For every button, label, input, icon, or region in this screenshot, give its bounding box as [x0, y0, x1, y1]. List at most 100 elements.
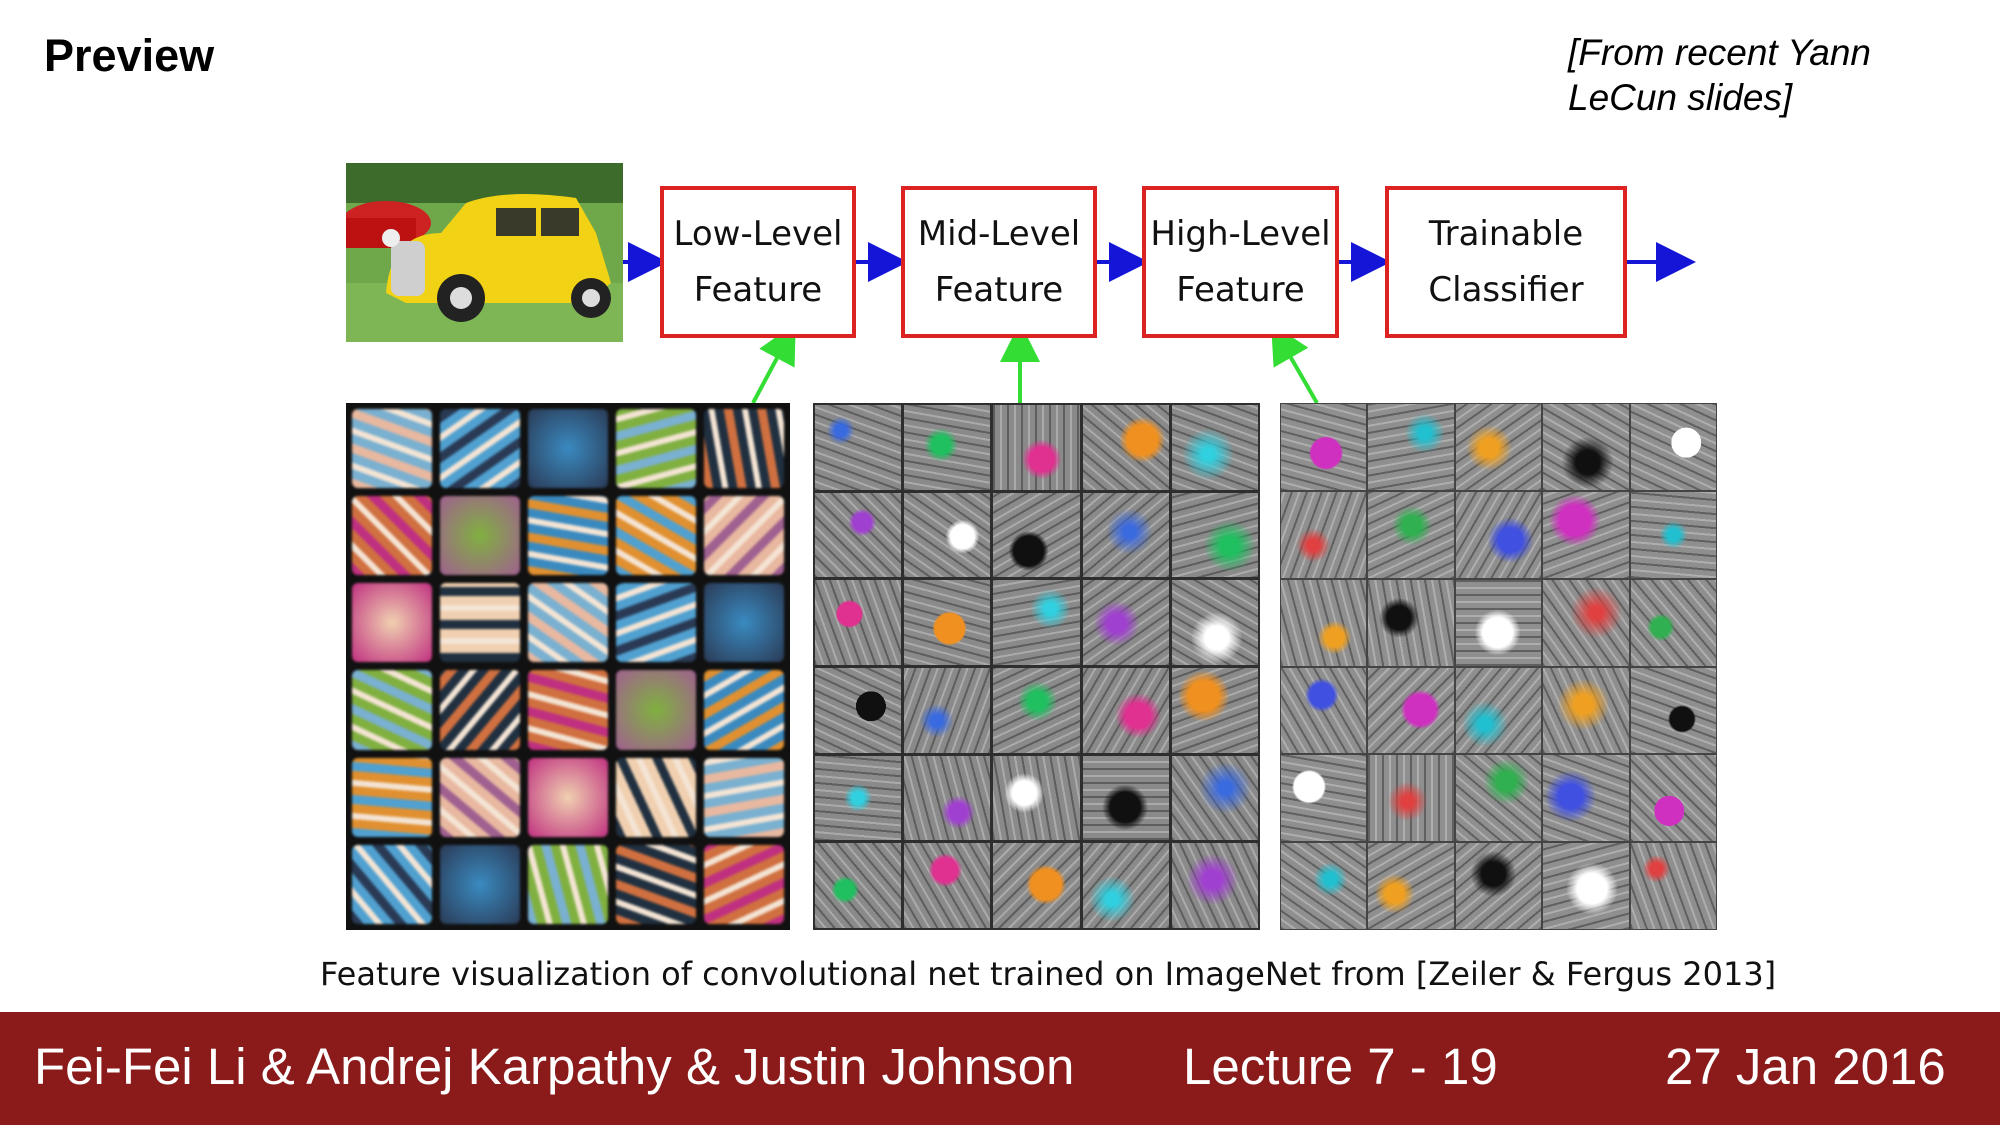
mid-level-filter: [904, 667, 991, 753]
high-level-feature-visualization: [1280, 403, 1717, 930]
mid-level-filter: [815, 667, 902, 753]
car-photo: [346, 163, 623, 342]
footer-lecture-number: Lecture 7 - 19: [1183, 1038, 1498, 1095]
high-level-filter: [1455, 667, 1542, 754]
footer-date: 27 Jan 2016: [1665, 1038, 1946, 1095]
stage-label-line1: Trainable: [1428, 214, 1584, 254]
high-level-filter: [1543, 667, 1629, 754]
high-level-filter: [1281, 404, 1367, 490]
mid-level-filter: [1171, 405, 1258, 490]
low-level-filter: [352, 409, 432, 489]
stage-label-line1: High-Level: [1150, 214, 1331, 254]
mid-level-filter: [993, 843, 1080, 928]
pipeline-arrows: [623, 242, 1696, 404]
high-level-filter: [1455, 579, 1542, 666]
low-level-filter: [352, 496, 432, 576]
mid-level-filter: [993, 580, 1080, 665]
stage-trainable-classifier: Trainable Classifier: [1385, 186, 1627, 338]
citation: [From recent Yann LeCun slides]: [1568, 30, 1871, 120]
citation-line-1: [From recent Yann: [1568, 32, 1871, 73]
high-level-filter: [1455, 491, 1542, 578]
mid-level-filter: [1171, 667, 1258, 753]
low-level-filter: [440, 583, 520, 663]
high-level-filter: [1630, 843, 1716, 929]
high-level-filter: [1281, 491, 1367, 578]
high-level-filter: [1281, 755, 1367, 842]
low-level-filter: [704, 844, 784, 924]
high-level-filter: [1455, 404, 1542, 490]
mid-level-filter: [1082, 843, 1169, 928]
low-level-filter: [528, 583, 608, 663]
high-level-filter: [1368, 404, 1454, 490]
stage-label-line1: Mid-Level: [917, 214, 1081, 254]
mid-level-filter: [993, 492, 1080, 578]
low-level-filter: [528, 670, 608, 750]
mid-level-filter: [815, 843, 902, 928]
stage-label-line2: Classifier: [1428, 270, 1584, 310]
citation-line-2: LeCun slides]: [1568, 77, 1793, 118]
low-level-filter: [440, 670, 520, 750]
link-arrow-high: [1271, 323, 1319, 404]
high-level-filter: [1368, 755, 1454, 842]
low-level-filter: [616, 844, 696, 924]
mid-level-filter: [1171, 755, 1258, 841]
low-level-filter: [704, 670, 784, 750]
low-level-filter: [440, 409, 520, 489]
mid-level-filter: [1082, 667, 1169, 753]
low-level-filter: [616, 496, 696, 576]
low-level-filter: [440, 496, 520, 576]
mid-level-filter: [815, 492, 902, 578]
low-level-filter: [704, 496, 784, 576]
mid-level-filter: [1082, 755, 1169, 841]
low-level-filter: [528, 409, 608, 489]
mid-level-filter: [1171, 580, 1258, 665]
high-level-filter: [1543, 843, 1629, 929]
low-level-filter: [704, 757, 784, 837]
high-level-filter: [1368, 667, 1454, 754]
stage-label-line2: Feature: [693, 270, 823, 310]
mid-level-filter: [1171, 492, 1258, 578]
stage-low-level-feature: Low-Level Feature: [660, 186, 856, 338]
high-level-filter: [1368, 491, 1454, 578]
high-level-filter: [1543, 404, 1629, 490]
high-level-filter: [1368, 843, 1454, 929]
mid-level-filter: [815, 405, 902, 490]
mid-level-filter: [1171, 843, 1258, 928]
mid-level-feature-visualization: [813, 403, 1260, 930]
stage-label-line1: Low-Level: [673, 214, 843, 254]
high-level-filter: [1630, 404, 1716, 490]
footer-bar: Fei-Fei Li & Andrej Karpathy & Justin Jo…: [0, 1012, 2000, 1125]
mid-level-filter: [993, 405, 1080, 490]
low-level-filter: [352, 757, 432, 837]
high-level-filter: [1630, 579, 1716, 666]
link-arrow-low: [751, 322, 796, 404]
high-level-filter: [1455, 843, 1542, 929]
low-level-filter: [704, 583, 784, 663]
high-level-filter: [1281, 579, 1367, 666]
footer-authors: Fei-Fei Li & Andrej Karpathy & Justin Jo…: [34, 1038, 1075, 1095]
high-level-filter: [1455, 755, 1542, 842]
low-level-filter: [616, 757, 696, 837]
high-level-filter: [1281, 843, 1367, 929]
mid-level-filter: [904, 492, 991, 578]
low-level-filter: [440, 844, 520, 924]
mid-level-filter: [904, 580, 991, 665]
low-level-filter: [352, 670, 432, 750]
high-level-filter: [1543, 491, 1629, 578]
low-level-feature-visualization: [346, 403, 790, 930]
mid-level-filter: [815, 755, 902, 841]
mid-level-filter: [993, 667, 1080, 753]
mid-level-filter: [993, 755, 1080, 841]
low-level-filter: [616, 670, 696, 750]
slide-title: Preview: [44, 30, 215, 81]
low-level-filter: [616, 409, 696, 489]
figure-caption: Feature visualization of convolutional n…: [320, 955, 1777, 993]
stage-mid-level-feature: Mid-Level Feature: [901, 186, 1097, 338]
low-level-filter: [704, 409, 784, 489]
mid-level-filter: [1082, 580, 1169, 665]
mid-level-filter: [904, 755, 991, 841]
stage-label-line2: Feature: [1176, 270, 1305, 310]
low-level-filter: [528, 844, 608, 924]
low-level-filter: [352, 583, 432, 663]
stage-label-line2: Feature: [934, 270, 1064, 310]
